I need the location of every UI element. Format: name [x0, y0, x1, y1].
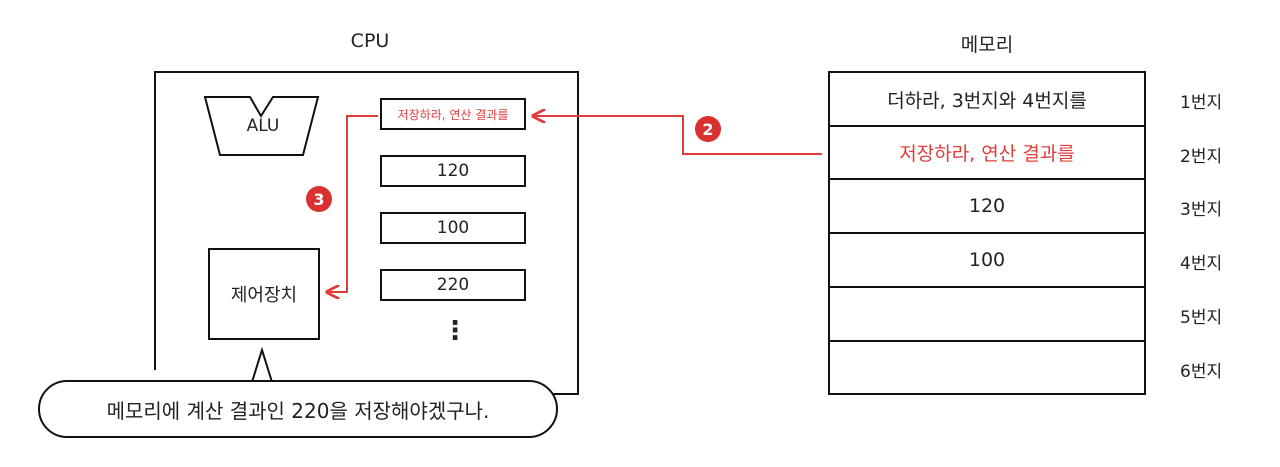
bubble-tail — [251, 346, 273, 383]
step-2-badge: 2 — [695, 116, 721, 142]
cpu-box-outline — [154, 71, 579, 395]
memory-title: 메모리 — [960, 34, 1014, 56]
arrow-step-2 — [533, 116, 822, 155]
alu-shape — [203, 96, 320, 156]
cpu-title: CPU — [350, 30, 390, 52]
step-3-badge: 3 — [306, 186, 332, 212]
memory-cell-1: 더하라, 3번지와 4번지를 — [828, 71, 1146, 127]
memory-address-2: 2번지 — [1180, 147, 1223, 167]
control-unit: 제어장치 — [208, 248, 320, 340]
memory-cell-5 — [828, 288, 1146, 342]
alu-label: ALU — [246, 116, 280, 136]
memory-cell-6 — [828, 342, 1146, 395]
register-ellipsis: ⋮ — [442, 316, 468, 346]
memory-cell-2: 저장하라, 연산 결과를 — [828, 127, 1146, 180]
memory-cell-3: 120 — [828, 180, 1146, 234]
memory-address-6: 6번지 — [1180, 362, 1223, 382]
memory-cell-4: 100 — [828, 234, 1146, 288]
register-instruction: 저장하라, 연산 결과를 — [380, 98, 526, 130]
speech-bubble: 메모리에 계산 결과인 220을 저장해야겠구나. — [38, 380, 558, 438]
memory-address-1: 1번지 — [1180, 93, 1223, 113]
arrow-step-3 — [327, 115, 378, 292]
register-value-3: 220 — [380, 269, 526, 301]
register-value-2: 100 — [380, 212, 526, 244]
memory-address-4: 4번지 — [1180, 254, 1223, 274]
memory-address-3: 3번지 — [1180, 200, 1223, 220]
register-value-1: 120 — [380, 155, 526, 187]
memory-address-5: 5번지 — [1180, 308, 1223, 328]
